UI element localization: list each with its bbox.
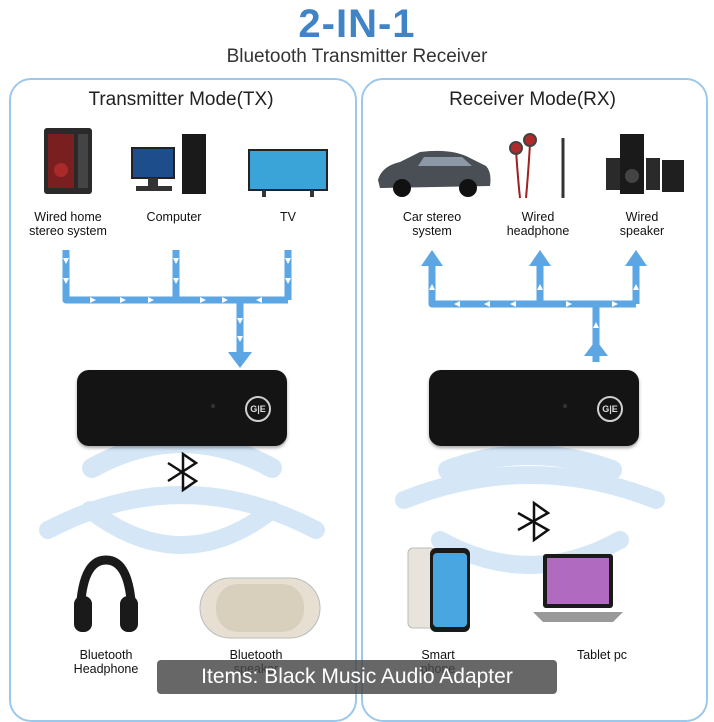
items-caption: Items: Black Music Audio Adapter — [157, 660, 557, 694]
diagram-graphics — [39, 128, 684, 639]
label-line: headphone — [506, 224, 570, 238]
label-line: Wired home — [34, 210, 102, 224]
label-line: Smart — [421, 648, 455, 662]
label-line: stereo system — [29, 224, 107, 238]
tx-flow-arrowhead — [228, 352, 252, 368]
smartphone-icon — [407, 547, 470, 632]
headphone-icon — [74, 555, 138, 632]
tx-flow-lines — [62, 250, 292, 360]
subtitle: Bluetooth Transmitter Receiver — [226, 46, 488, 67]
speaker-icon — [199, 577, 321, 639]
rx-output-car: Car stereo system — [382, 210, 482, 238]
label-line: Headphone — [73, 662, 139, 676]
label-line: Computer — [146, 210, 202, 224]
earphone-icon — [509, 133, 565, 199]
tx-source-home-stereo: Wired home stereo system — [18, 210, 118, 238]
rx-flow-arrows — [429, 284, 639, 328]
rx-bluetooth-symbol — [517, 500, 551, 543]
tx-adapter-device: G|E — [77, 370, 287, 446]
laptop-icon — [533, 554, 623, 622]
tx-flow-arrows — [63, 258, 291, 342]
brand-logo-icon: G|E — [245, 396, 271, 422]
wired-speaker-icon — [606, 134, 684, 194]
label-line: Bluetooth — [79, 648, 133, 662]
rx-source-tablet: Tablet pc — [552, 648, 652, 662]
label-line: system — [412, 224, 452, 238]
main-title: 2-IN-1 — [298, 2, 416, 46]
indicator-light — [211, 404, 215, 408]
brand-logo-icon: G|E — [597, 396, 623, 422]
rx-output-wired-headphone: Wired headphone — [488, 210, 588, 238]
label-line: speaker — [619, 224, 665, 238]
computer-icon — [131, 134, 206, 194]
rx-flow-arrowheads — [421, 250, 647, 356]
label-line: Car stereo — [402, 210, 462, 224]
tx-source-computer: Computer — [124, 210, 224, 224]
car-icon — [378, 150, 491, 197]
tx-source-tv: TV — [238, 210, 338, 224]
label-line: Tablet pc — [576, 648, 628, 662]
tv-icon — [248, 149, 328, 197]
tx-output-bt-headphone: Bluetooth Headphone — [56, 648, 156, 676]
home-stereo-icon — [44, 128, 92, 194]
rx-flow-lines — [428, 262, 640, 362]
rx-output-wired-speaker: Wired speaker — [592, 210, 692, 238]
label-line: TV — [280, 210, 296, 224]
label-line: Wired — [625, 210, 659, 224]
label-line: Bluetooth — [229, 648, 283, 662]
tx-mode-title: Transmitter Mode(TX) — [88, 89, 274, 110]
rx-adapter-device: G|E — [429, 370, 639, 446]
indicator-light — [563, 404, 567, 408]
label-line: Wired — [521, 210, 555, 224]
rx-mode-title: Receiver Mode(RX) — [449, 89, 616, 110]
tx-bluetooth-symbol — [167, 451, 199, 493]
